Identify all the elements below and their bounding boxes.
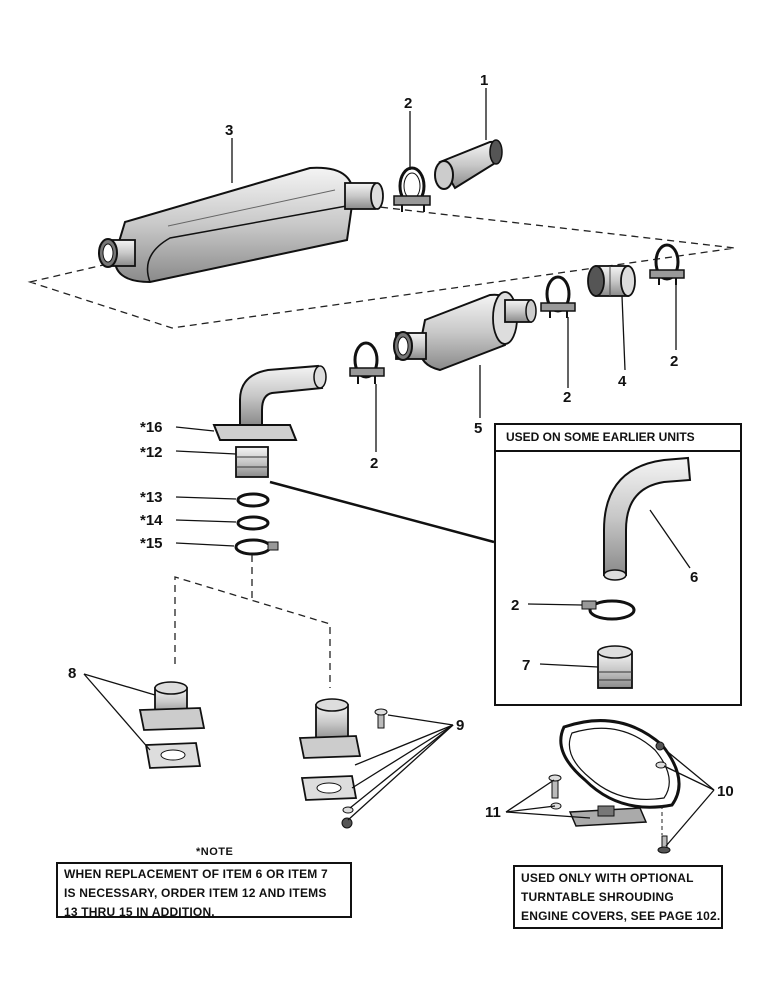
inset-leader bbox=[269, 480, 495, 544]
note-box: WHEN REPLACEMENT OF ITEM 6 OR ITEM 7 IS … bbox=[56, 862, 352, 919]
leader-lines bbox=[83, 88, 715, 847]
callout-12: *12 bbox=[140, 444, 163, 461]
callout-9: 9 bbox=[456, 717, 464, 734]
callout-16: *16 bbox=[140, 419, 163, 436]
optional-line-2: TURNTABLE SHROUDING bbox=[521, 890, 674, 904]
optional-line-3: ENGINE COVERS, SEE PAGE 102. bbox=[521, 909, 721, 923]
inset-earlier-units: USED ON SOME EARLIER UNITS bbox=[494, 423, 742, 706]
note-line-1: WHEN REPLACEMENT OF ITEM 6 OR ITEM 7 bbox=[64, 867, 328, 881]
callout-2-inset: 2 bbox=[511, 597, 519, 614]
tail-pipe-part bbox=[434, 139, 503, 190]
clamp-lower bbox=[349, 341, 385, 384]
callout-11: 11 bbox=[485, 804, 501, 821]
callout-14: *14 bbox=[140, 512, 163, 529]
shroud-bracket bbox=[548, 719, 681, 854]
muffler-part bbox=[98, 166, 384, 284]
callout-8: 8 bbox=[68, 665, 76, 682]
sleeve-and-rings bbox=[234, 446, 279, 556]
callout-2-top: 2 bbox=[404, 95, 412, 112]
optional-line-1: USED ONLY WITH OPTIONAL bbox=[521, 871, 694, 885]
pipe-connector-part bbox=[587, 265, 636, 297]
clamp-middle-right bbox=[540, 275, 576, 318]
callout-15: *15 bbox=[140, 535, 163, 552]
callout-2-middle: 2 bbox=[563, 389, 571, 406]
callout-2-right: 2 bbox=[670, 353, 678, 370]
elbow-pipe-with-flange bbox=[212, 364, 327, 441]
callout-2-lower: 2 bbox=[370, 455, 378, 472]
clamp-far-right bbox=[649, 243, 685, 285]
adapter-right bbox=[298, 698, 388, 829]
note-line-2: IS NECESSARY, ORDER ITEM 12 AND ITEMS bbox=[64, 886, 327, 900]
adapter-left bbox=[138, 681, 206, 769]
optional-equipment-box: USED ONLY WITH OPTIONAL TURNTABLE SHROUD… bbox=[513, 865, 723, 929]
callout-4: 4 bbox=[618, 373, 627, 390]
callout-1: 1 bbox=[480, 72, 488, 89]
note-line-3: 13 THRU 15 IN ADDITION. bbox=[64, 905, 215, 919]
callout-6: 6 bbox=[690, 569, 698, 586]
resonator-part bbox=[393, 291, 537, 372]
callout-13: *13 bbox=[140, 489, 163, 506]
inset-title: USED ON SOME EARLIER UNITS bbox=[496, 425, 740, 452]
callout-10: 10 bbox=[717, 783, 734, 800]
clamp-top bbox=[393, 166, 431, 212]
note-marker: *NOTE bbox=[196, 846, 234, 858]
assembly-dashed-outline bbox=[27, 204, 736, 329]
inset-parts bbox=[581, 456, 692, 689]
callout-7: 7 bbox=[522, 657, 530, 674]
mount-dashed-lines bbox=[174, 576, 331, 688]
callout-3: 3 bbox=[225, 122, 233, 139]
callout-5: 5 bbox=[474, 420, 482, 437]
